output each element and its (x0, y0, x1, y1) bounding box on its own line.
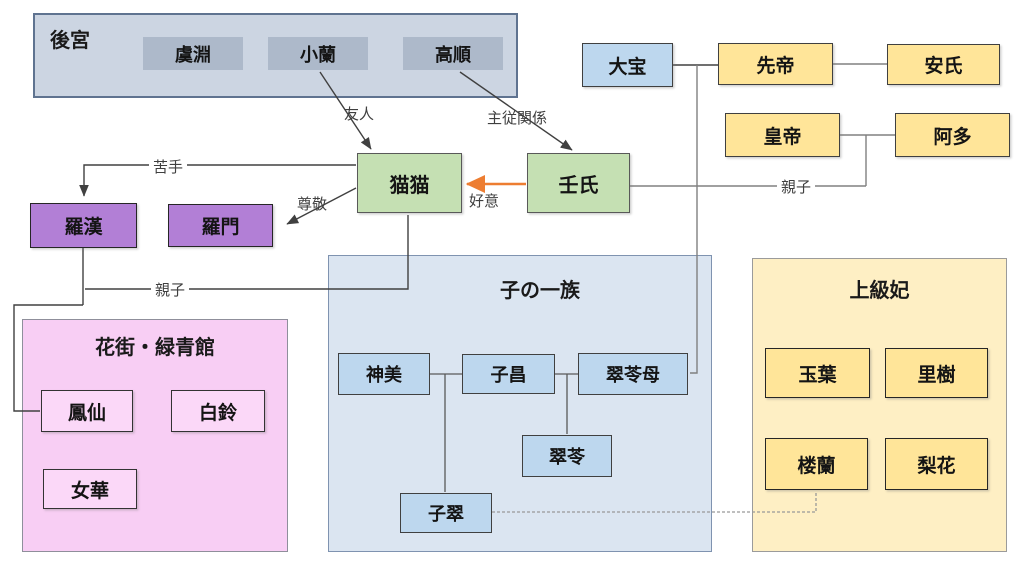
node-gyokuyou: 玉葉 (765, 348, 870, 398)
node-suirei: 翠苓 (522, 435, 612, 477)
node-rika: 梨花 (885, 438, 988, 490)
group-title-shi-clan: 子の一族 (500, 280, 580, 302)
group-title-rear-palace: 後宮 (50, 30, 90, 52)
node-jinshi: 壬氏 (527, 153, 630, 213)
edge-label-parent-left: 親子 (151, 279, 190, 300)
node-shisui: 子翠 (400, 493, 492, 533)
node-aduo: 阿多 (895, 113, 1010, 157)
node-sentei: 先帝 (718, 43, 833, 85)
group-title-high-consorts: 上級妃 (849, 280, 910, 302)
node-rishu: 里樹 (885, 348, 988, 398)
node-anshi: 安氏 (887, 44, 1000, 85)
node-shishou: 子昌 (462, 354, 555, 394)
node-rouran: 楼蘭 (765, 438, 868, 490)
edge-label-dislike: 苦手 (149, 156, 188, 177)
node-gaoshun: 高順 (403, 37, 503, 70)
node-maomao: 猫猫 (357, 153, 462, 213)
edge-label-favor: 好意 (469, 193, 500, 210)
edge-label-friend: 友人 (344, 106, 375, 123)
arrow-maomao-rakan-dislike (79, 164, 356, 197)
node-housen: 鳳仙 (41, 390, 133, 432)
node-shaoran: 小蘭 (268, 37, 368, 70)
node-shinbi: 神美 (338, 353, 430, 395)
node-koutei: 皇帝 (725, 113, 840, 157)
node-rakan: 羅漢 (30, 203, 137, 248)
node-joka: 女華 (43, 469, 137, 509)
node-hakurei: 白鈴 (171, 390, 265, 432)
node-ramon: 羅門 (168, 204, 273, 247)
group-title-pleasure-district: 花街・緑青館 (95, 337, 215, 359)
edge-label-master: 主従関係 (487, 110, 548, 127)
node-taiho: 大宝 (582, 43, 673, 87)
node-suireibo: 翠苓母 (578, 353, 688, 395)
edge-label-parent-right: 親子 (777, 176, 816, 197)
edge-label-respect: 尊敬 (297, 196, 328, 213)
node-guen: 虞淵 (143, 37, 243, 70)
